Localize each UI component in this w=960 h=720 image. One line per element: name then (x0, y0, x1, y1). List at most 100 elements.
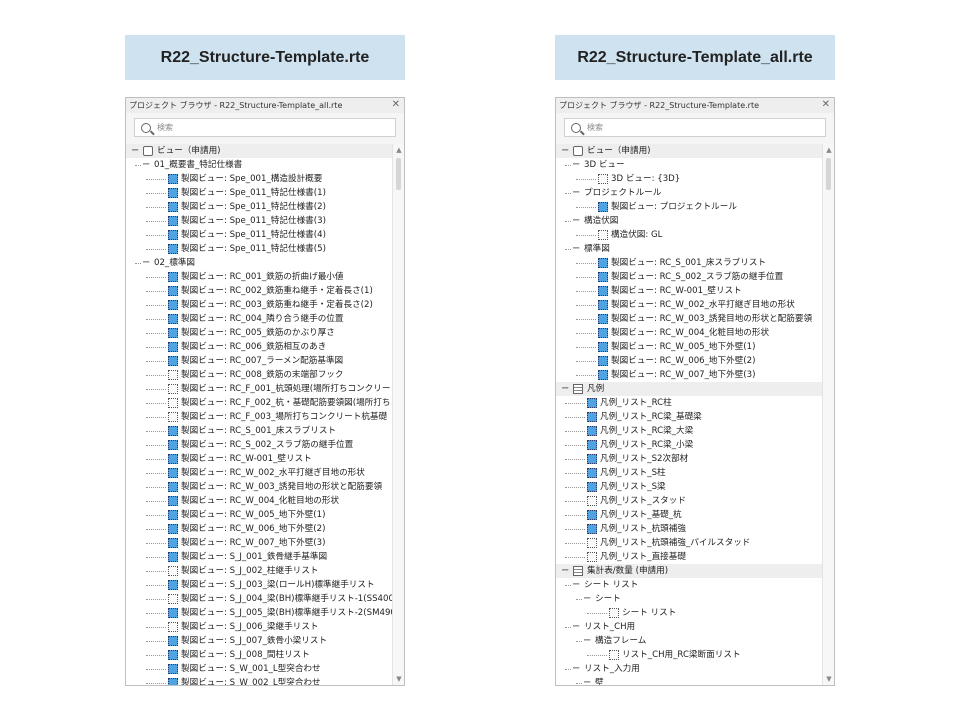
tree-item-label: 製図ビュー: S_J_002_柱継手リスト (181, 566, 319, 576)
tree-connector (576, 179, 596, 180)
search-icon (571, 122, 581, 133)
tree-group[interactable]: −凡例 (556, 382, 822, 396)
tree-connector (146, 585, 166, 586)
scroll-up-icon[interactable]: ▲ (826, 146, 832, 154)
tree-connector (587, 655, 607, 656)
drafting-view-icon (168, 524, 178, 534)
caption-left: R22_Structure-Template.rte (125, 35, 405, 80)
close-icon[interactable]: ✕ (391, 99, 400, 110)
collapse-icon[interactable]: − (572, 579, 581, 590)
drafting-view-icon (598, 370, 608, 380)
tree-connector (135, 165, 141, 166)
tree-connector (146, 613, 166, 614)
tree-connector (576, 291, 596, 292)
drafting-view-icon (168, 552, 178, 562)
drafting-view-icon (168, 188, 178, 198)
tree-connector (565, 165, 571, 166)
tree-item-label: 製図ビュー: RC_S_001_床スラブリスト (181, 426, 337, 436)
tree-connector (146, 571, 166, 572)
tree-item-label: 凡例_リスト_S2次部材 (600, 454, 689, 464)
collapse-icon[interactable]: − (572, 663, 581, 674)
search-icon (141, 122, 151, 133)
tree-connector (565, 515, 585, 516)
scroll-down-icon[interactable]: ▼ (396, 675, 402, 683)
empty-view-icon (587, 538, 597, 548)
scrollbar[interactable]: ▲▼ (392, 144, 404, 685)
tree-item-label: 凡例_リスト_杭頭補強 (600, 524, 686, 534)
drafting-view-icon (168, 300, 178, 310)
tree-item-label: 製図ビュー: RC_008_鉄筋の末端部フック (181, 370, 344, 380)
drafting-view-icon (168, 356, 178, 366)
collapse-icon[interactable]: − (572, 187, 581, 198)
tree-connector (576, 347, 596, 348)
drafting-view-icon (168, 440, 178, 450)
tree-item-label: 3D ビュー: {3D} (611, 174, 681, 184)
tree-group[interactable]: −ビュー（申請用) (126, 144, 392, 158)
tree-item-label: 凡例_リスト_S柱 (600, 468, 666, 478)
tree-view: −ビュー（申請用)−01_概要書_特記仕様書製図ビュー: Spe_001_構造設… (126, 144, 392, 685)
collapse-icon[interactable]: − (142, 257, 151, 268)
tree-item-label: 製図ビュー: Spe_001_構造設計概要 (181, 174, 323, 184)
scroll-up-icon[interactable]: ▲ (396, 146, 402, 154)
tree-connector (565, 557, 585, 558)
tree-item-label: 凡例_リスト_直接基礎 (600, 552, 686, 562)
collapse-icon[interactable]: − (142, 159, 151, 170)
empty-view-icon (168, 594, 178, 604)
tree-connector (146, 431, 166, 432)
collapse-icon[interactable]: − (561, 565, 570, 576)
close-icon[interactable]: ✕ (821, 99, 830, 110)
collapse-icon[interactable]: − (572, 215, 581, 226)
collapse-icon[interactable]: − (561, 383, 570, 394)
collapse-icon[interactable]: − (572, 243, 581, 254)
tree-item-label: 製図ビュー: RC_W_003_誘発目地の形状と配筋要領 (181, 482, 383, 492)
tree-item-label: 製図ビュー: S_J_004_梁(BH)標準継手リスト-1(SS400) (181, 594, 392, 604)
collapse-icon[interactable]: − (572, 159, 581, 170)
view-icon (143, 146, 153, 156)
tree-connector (146, 473, 166, 474)
tree-item-label: 凡例_リスト_杭頭補強_パイルスタッド (600, 538, 751, 548)
tree-connector (146, 445, 166, 446)
collapse-icon[interactable]: − (131, 145, 140, 156)
drafting-view-icon (168, 286, 178, 296)
scroll-down-icon[interactable]: ▼ (826, 675, 832, 683)
drafting-view-icon (587, 454, 597, 464)
tree-item-label: シート リスト (584, 580, 639, 590)
tree-item-label: 製図ビュー: RC_F_002_杭・基礎配筋要領図(場所打ちコ (181, 398, 392, 408)
tree-group[interactable]: −集計表/数量 (申請用) (556, 564, 822, 578)
drafting-view-icon (168, 608, 178, 618)
tree-connector (146, 235, 166, 236)
empty-view-icon (587, 496, 597, 506)
tree-item-label: 製図ビュー: RC_006_鉄筋相互のあき (181, 342, 327, 352)
tree-connector (565, 585, 571, 586)
drafting-view-icon (598, 342, 608, 352)
collapse-icon[interactable]: − (572, 621, 581, 632)
tree-connector (565, 431, 585, 432)
tree-connector (576, 277, 596, 278)
scrollbar[interactable]: ▲▼ (822, 144, 834, 685)
collapse-icon[interactable]: − (583, 593, 592, 604)
tree-connector (146, 655, 166, 656)
tree-item-label: 製図ビュー: S_W_002_L型突合わせ (181, 678, 321, 685)
tree-group[interactable]: − ビュー（申請用) (556, 144, 822, 158)
collapse-icon[interactable]: − (583, 635, 592, 646)
drafting-view-icon (168, 272, 178, 282)
drafting-view-icon (168, 580, 178, 590)
drafting-view-icon (168, 216, 178, 226)
search-input[interactable]: 検索 (564, 118, 826, 137)
tree-item-label: 製図ビュー: RC_W_006_地下外壁(2) (611, 356, 756, 366)
drafting-view-icon (168, 314, 178, 324)
drafting-view-icon (587, 412, 597, 422)
scroll-thumb[interactable] (826, 158, 831, 190)
tree-connector (576, 361, 596, 362)
collapse-icon[interactable]: − (583, 677, 592, 685)
search-input[interactable]: 検索 (134, 118, 396, 137)
tree-item-label: ビュー（申請用) (587, 146, 651, 156)
drafting-view-icon (587, 426, 597, 436)
drafting-view-icon (587, 468, 597, 478)
tree-item-label: 凡例_リスト_RC梁_小梁 (600, 440, 694, 450)
tree-item-label: 凡例_リスト_基礎_杭 (600, 510, 682, 520)
collapse-icon[interactable]: − (561, 145, 570, 156)
scroll-thumb[interactable] (396, 158, 401, 190)
tree-item-label: 標準図 (584, 244, 610, 254)
